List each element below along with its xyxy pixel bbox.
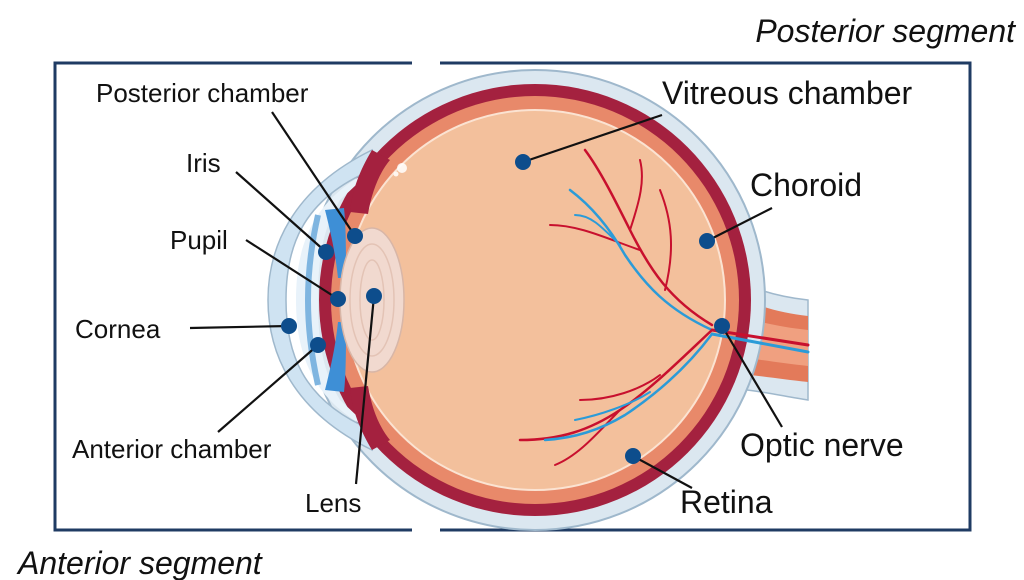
marker-lens bbox=[366, 288, 382, 304]
label-pupil: Pupil bbox=[170, 225, 228, 255]
marker-pupil bbox=[330, 291, 346, 307]
marker-optic-nerve bbox=[714, 318, 730, 334]
label-optic-nerve: Optic nerve bbox=[740, 427, 904, 463]
label-anterior-chamber: Anterior chamber bbox=[72, 434, 272, 464]
marker-posterior-chamber bbox=[347, 228, 363, 244]
anterior-segment-title: Anterior segment bbox=[16, 545, 263, 580]
marker-vitreous-chamber bbox=[515, 154, 531, 170]
label-lens: Lens bbox=[305, 488, 361, 518]
label-cornea: Cornea bbox=[75, 314, 161, 344]
marker-cornea bbox=[281, 318, 297, 334]
label-choroid: Choroid bbox=[750, 167, 862, 203]
marker-iris bbox=[318, 244, 334, 260]
posterior-segment-title: Posterior segment bbox=[755, 13, 1016, 49]
label-iris: Iris bbox=[186, 148, 221, 178]
label-retina: Retina bbox=[680, 484, 773, 520]
label-vitreous-chamber: Vitreous chamber bbox=[662, 75, 913, 111]
marker-retina bbox=[625, 448, 641, 464]
marker-anterior-chamber bbox=[310, 337, 326, 353]
marker-choroid bbox=[699, 233, 715, 249]
label-posterior-chamber: Posterior chamber bbox=[96, 78, 309, 108]
